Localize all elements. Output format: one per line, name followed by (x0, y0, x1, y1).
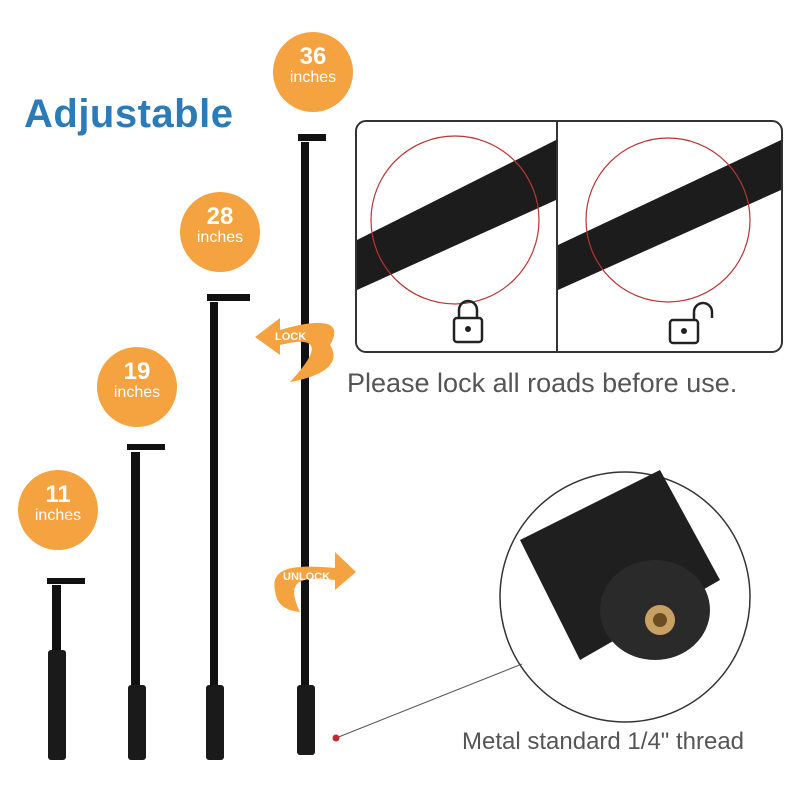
unlock-label: UNLOCK (283, 571, 330, 583)
length-unit: inches (113, 384, 161, 401)
pole-19-inches (127, 444, 165, 760)
pointer-line (335, 663, 523, 739)
lock-arrow-icon (255, 318, 335, 382)
length-unit: inches (34, 507, 82, 524)
length-unit: inches (196, 229, 244, 246)
title: Adjustable (24, 92, 234, 136)
pole-11-inches (47, 578, 85, 760)
length-badge-19: 19 inches (97, 347, 177, 427)
unlock-arrow-icon (274, 552, 356, 612)
length-value: 19 (123, 358, 151, 385)
length-badge-28: 28 inches (180, 192, 260, 272)
lock-panel (355, 120, 783, 353)
pointer-dot (332, 734, 340, 742)
length-unit: inches (289, 69, 337, 86)
length-badge-36: 36 inches (273, 32, 353, 112)
thread-detail-image (499, 470, 751, 723)
thread-caption: Metal standard 1/4" thread (462, 728, 745, 755)
unlocked-padlock-icon (668, 301, 714, 345)
locked-padlock-icon (452, 299, 484, 344)
pole-36-inches (297, 134, 326, 755)
pole-28-inches (206, 294, 250, 760)
lock-label: LOCK (275, 331, 306, 343)
length-value: 28 (206, 203, 234, 230)
length-value: 11 (45, 481, 71, 508)
length-value: 36 (299, 43, 327, 70)
length-badge-11: 11 inches (18, 470, 98, 550)
lock-caption: Please lock all roads before use. (347, 368, 738, 398)
